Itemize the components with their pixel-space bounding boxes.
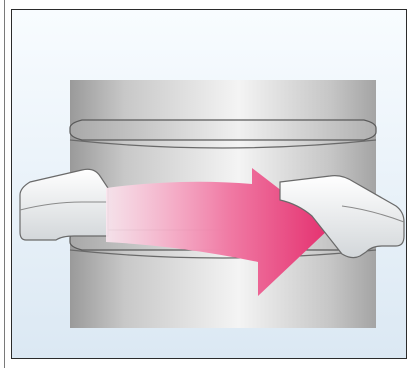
rotation-diagram [12,10,406,358]
diagram-panel [11,9,407,359]
rotation-arrow-icon [106,168,330,296]
upper-ring [69,119,377,141]
right-guide-bracket [279,175,405,259]
left-divider-line [4,0,5,368]
